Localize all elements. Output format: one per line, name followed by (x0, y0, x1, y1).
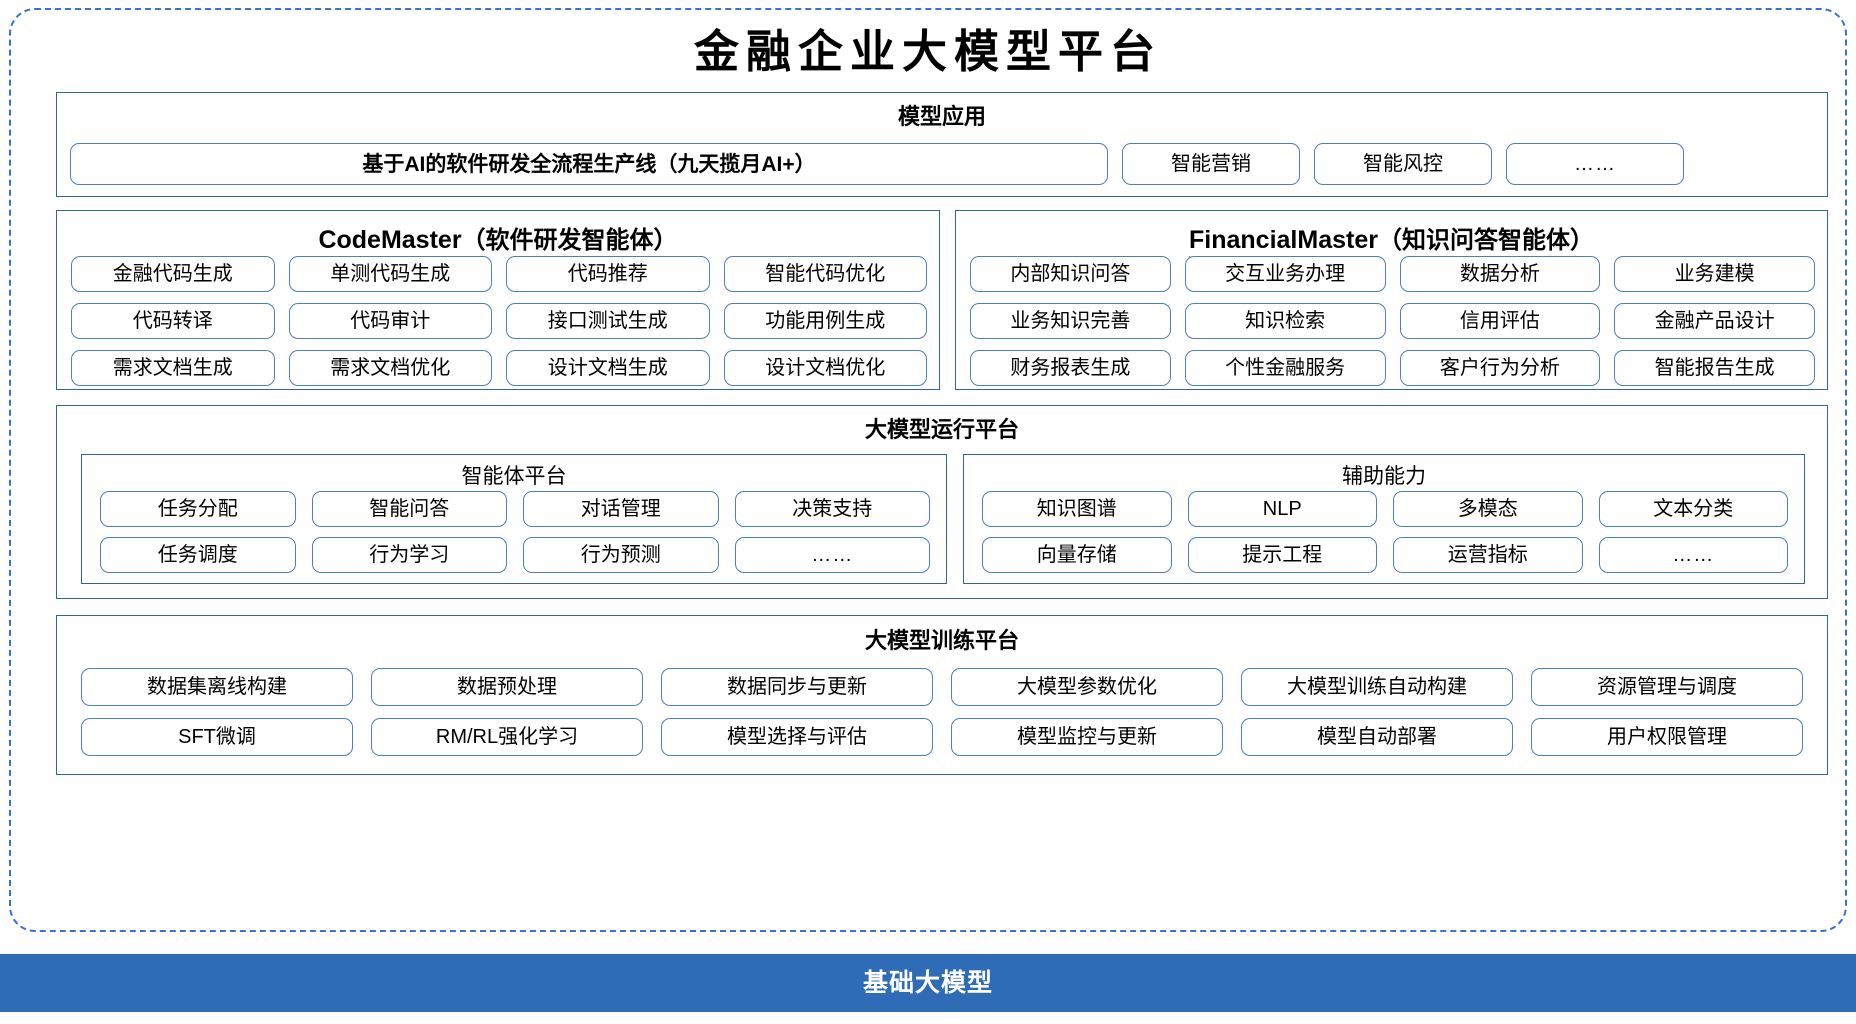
chip-codemaster-11[interactable]: 设计文档优化 (723, 350, 927, 386)
codemaster-latin-label: CodeMaster (318, 226, 462, 260)
chip-financialmaster-7[interactable]: 金融产品设计 (1614, 303, 1815, 339)
financialmaster-chip-grid: 内部知识问答 交互业务办理 数据分析 业务建模 业务知识完善 知识检索 信用评估… (970, 256, 1815, 386)
chip-training-10[interactable]: 模型自动部署 (1241, 718, 1513, 756)
chip-smart-risk-control[interactable]: 智能风控 (1314, 143, 1492, 185)
financialmaster-cn-label: （知识问答智能体） (1377, 227, 1594, 254)
subpanel-auxiliary-ability: 辅助能力 知识图谱 NLP 多模态 文本分类 向量存储 提示工程 运营指标 …… (963, 454, 1805, 584)
base-model-label: 基础大模型 (862, 968, 993, 997)
chip-smart-marketing[interactable]: 智能营销 (1122, 143, 1300, 185)
chip-financialmaster-3[interactable]: 业务建模 (1614, 256, 1815, 292)
chip-codemaster-1[interactable]: 单测代码生成 (288, 256, 492, 292)
chip-agent-platform-more[interactable]: …… (734, 537, 930, 573)
chip-aux-ability-6[interactable]: 运营指标 (1393, 537, 1583, 573)
chip-agent-platform-6[interactable]: 行为预测 (523, 537, 719, 573)
chip-training-5[interactable]: 资源管理与调度 (1531, 668, 1803, 706)
chip-agent-platform-3[interactable]: 决策支持 (734, 491, 930, 527)
chip-aux-ability-3[interactable]: 文本分类 (1598, 491, 1788, 527)
chip-agent-platform-0[interactable]: 任务分配 (100, 491, 296, 527)
subpanel-agent-platform: 智能体平台 任务分配 智能问答 对话管理 决策支持 任务调度 行为学习 行为预测… (81, 454, 947, 584)
codemaster-cn-label: （软件研发智能体） (461, 227, 678, 254)
financialmaster-title-inner: FinancialMaster（知识问答智能体） (1189, 220, 1594, 260)
training-platform-chip-grid: 数据集离线构建 数据预处理 数据同步与更新 大模型参数优化 大模型训练自动构建 … (81, 668, 1803, 756)
chip-financialmaster-4[interactable]: 业务知识完善 (970, 303, 1171, 339)
chip-aux-ability-5[interactable]: 提示工程 (1187, 537, 1377, 573)
chip-financialmaster-0[interactable]: 内部知识问答 (970, 256, 1171, 292)
chip-training-0[interactable]: 数据集离线构建 (81, 668, 353, 706)
panel-training-platform: 大模型训练平台 数据集离线构建 数据预处理 数据同步与更新 大模型参数优化 大模… (56, 615, 1828, 775)
financialmaster-latin-label: FinancialMaster (1189, 226, 1378, 260)
panel-financialmaster: FinancialMaster（知识问答智能体） 内部知识问答 交互业务办理 数… (955, 210, 1828, 390)
panel-model-application: 模型应用 基于AI的软件研发全流程生产线（九天揽月AI+） 智能营销 智能风控 … (56, 92, 1828, 197)
chip-financialmaster-10[interactable]: 客户行为分析 (1399, 350, 1601, 386)
chip-aux-ability-0[interactable]: 知识图谱 (982, 491, 1172, 527)
chip-training-3[interactable]: 大模型参数优化 (951, 668, 1223, 706)
auxiliary-ability-chip-grid: 知识图谱 NLP 多模态 文本分类 向量存储 提示工程 运营指标 …… (982, 491, 1788, 573)
chip-training-7[interactable]: RM/RL强化学习 (371, 718, 643, 756)
panel-runtime-platform: 大模型运行平台 智能体平台 任务分配 智能问答 对话管理 决策支持 任务调度 行… (56, 405, 1828, 599)
chip-codemaster-4[interactable]: 代码转译 (71, 303, 275, 339)
panel-title-training-platform: 大模型训练平台 (864, 628, 1019, 653)
codemaster-chip-grid: 金融代码生成 单测代码生成 代码推荐 智能代码优化 代码转译 代码审计 接口测试… (71, 256, 927, 386)
chip-financialmaster-11[interactable]: 智能报告生成 (1614, 350, 1815, 386)
panel-codemaster: CodeMaster（软件研发智能体） 金融代码生成 单测代码生成 代码推荐 智… (56, 210, 940, 390)
chip-aux-ability-1[interactable]: NLP (1187, 491, 1377, 527)
chip-financialmaster-9[interactable]: 个性金融服务 (1184, 350, 1386, 386)
panel-title-financialmaster: FinancialMaster（知识问答智能体） (956, 211, 1827, 260)
chip-training-1[interactable]: 数据预处理 (371, 668, 643, 706)
codemaster-title-inner: CodeMaster（软件研发智能体） (318, 220, 678, 260)
chip-financialmaster-5[interactable]: 知识检索 (1184, 303, 1386, 339)
chip-codemaster-0[interactable]: 金融代码生成 (71, 256, 275, 292)
chip-codemaster-5[interactable]: 代码审计 (288, 303, 492, 339)
chip-aux-ability-more[interactable]: …… (1598, 537, 1788, 573)
chip-codemaster-7[interactable]: 功能用例生成 (723, 303, 927, 339)
chip-codemaster-8[interactable]: 需求文档生成 (71, 350, 275, 386)
chip-agent-platform-5[interactable]: 行为学习 (311, 537, 507, 573)
panel-title-model-application: 模型应用 (897, 104, 986, 129)
chip-training-8[interactable]: 模型选择与评估 (661, 718, 933, 756)
chip-agent-platform-4[interactable]: 任务调度 (100, 537, 296, 573)
chip-training-9[interactable]: 模型监控与更新 (951, 718, 1223, 756)
page-title: 金融企业大模型平台 (693, 25, 1162, 78)
chip-training-11[interactable]: 用户权限管理 (1531, 718, 1803, 756)
chip-financialmaster-1[interactable]: 交互业务办理 (1184, 256, 1386, 292)
chip-agent-platform-1[interactable]: 智能问答 (311, 491, 507, 527)
chip-more-applications[interactable]: …… (1506, 143, 1684, 185)
chip-aux-ability-4[interactable]: 向量存储 (982, 537, 1172, 573)
model-application-row: 基于AI的软件研发全流程生产线（九天揽月AI+） 智能营销 智能风控 …… (70, 143, 1816, 185)
chip-codemaster-9[interactable]: 需求文档优化 (288, 350, 492, 386)
chip-codemaster-6[interactable]: 接口测试生成 (506, 303, 710, 339)
chip-codemaster-2[interactable]: 代码推荐 (506, 256, 710, 292)
chip-codemaster-10[interactable]: 设计文档生成 (506, 350, 710, 386)
chip-training-2[interactable]: 数据同步与更新 (661, 668, 933, 706)
chip-codemaster-3[interactable]: 智能代码优化 (723, 256, 927, 292)
panel-title-runtime-platform: 大模型运行平台 (864, 417, 1019, 442)
chip-financialmaster-8[interactable]: 财务报表生成 (970, 350, 1171, 386)
chip-financialmaster-6[interactable]: 信用评估 (1399, 303, 1601, 339)
chip-aux-ability-2[interactable]: 多模态 (1393, 491, 1583, 527)
panel-title-codemaster: CodeMaster（软件研发智能体） (57, 211, 939, 260)
subpanel-title-auxiliary-ability: 辅助能力 (1342, 465, 1426, 488)
agent-platform-chip-grid: 任务分配 智能问答 对话管理 决策支持 任务调度 行为学习 行为预测 …… (100, 491, 930, 573)
base-model-band: 基础大模型 (0, 954, 1856, 1012)
chip-training-4[interactable]: 大模型训练自动构建 (1241, 668, 1513, 706)
subpanel-title-agent-platform: 智能体平台 (461, 465, 567, 488)
chip-training-6[interactable]: SFT微调 (81, 718, 353, 756)
chip-agent-platform-2[interactable]: 对话管理 (523, 491, 719, 527)
chip-financialmaster-2[interactable]: 数据分析 (1399, 256, 1601, 292)
chip-ai-software-pipeline[interactable]: 基于AI的软件研发全流程生产线（九天揽月AI+） (70, 143, 1108, 185)
